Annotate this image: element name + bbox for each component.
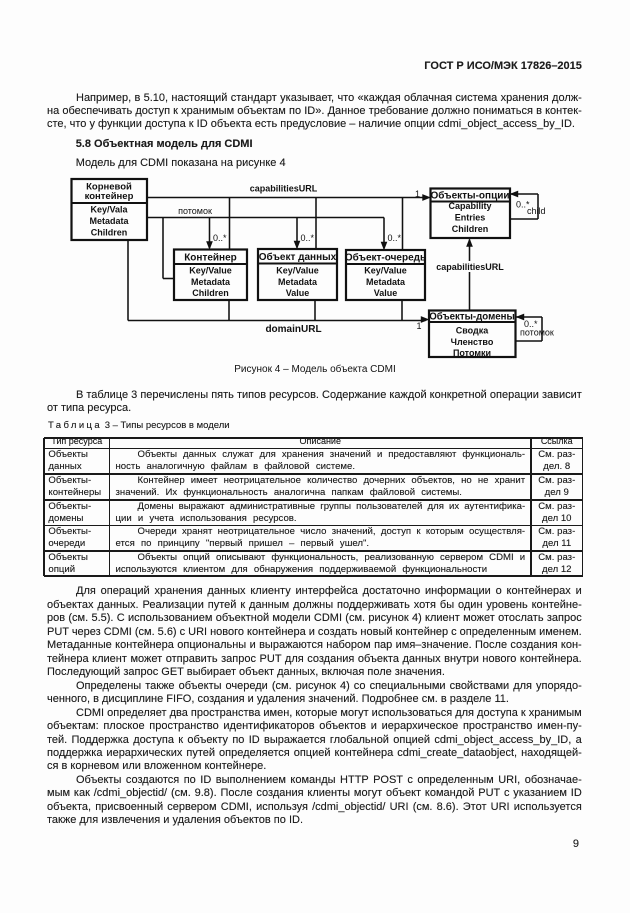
- svg-text:потомок: потомок: [520, 328, 554, 338]
- svg-text:Key/Vala: Key/Vala: [90, 205, 128, 215]
- svg-text:Metadata: Metadata: [191, 277, 231, 287]
- svg-text:Value: Value: [286, 288, 310, 298]
- svg-text:1: 1: [415, 189, 420, 199]
- svg-text:потомок: потомок: [178, 206, 212, 216]
- svg-text:контейнер: контейнер: [85, 191, 134, 202]
- svg-text:Key/Value: Key/Value: [189, 266, 232, 276]
- svg-text:Key/Value: Key/Value: [364, 266, 407, 276]
- svg-text:Capability: Capability: [448, 201, 491, 211]
- svg-text:Рисунок 4 – Модель объекта CDM: Рисунок 4 – Модель объекта CDMI: [234, 363, 395, 375]
- svg-text:0..*: 0..*: [213, 233, 227, 243]
- svg-text:child: child: [527, 206, 546, 216]
- svg-text:Объекты-домены: Объекты-домены: [429, 312, 515, 323]
- svg-text:Членство: Членство: [451, 337, 494, 347]
- svg-text:capabilitiesURL: capabilitiesURL: [436, 262, 504, 272]
- svg-text:Объект данных: Объект данных: [259, 251, 337, 263]
- svg-text:capabilitiesURL: capabilitiesURL: [250, 184, 318, 194]
- svg-text:Children: Children: [91, 228, 128, 238]
- svg-text:Metadata: Metadata: [278, 277, 318, 287]
- svg-text:Metadata: Metadata: [366, 277, 406, 287]
- svg-text:1: 1: [416, 321, 421, 331]
- svg-text:Сводка: Сводка: [456, 326, 490, 336]
- svg-text:Объект-очередь: Объект-очередь: [345, 252, 426, 264]
- svg-text:Children: Children: [452, 224, 489, 234]
- svg-text:Потомки: Потомки: [453, 348, 491, 358]
- svg-text:Value: Value: [374, 288, 398, 298]
- svg-text:Key/Value: Key/Value: [276, 266, 319, 276]
- svg-text:0..*: 0..*: [516, 200, 530, 210]
- svg-text:0..*: 0..*: [301, 233, 315, 243]
- svg-text:Children: Children: [192, 288, 229, 298]
- svg-text:0..*: 0..*: [524, 319, 538, 329]
- svg-text:0..*: 0..*: [388, 233, 402, 243]
- svg-text:domainURL: domainURL: [265, 324, 321, 335]
- svg-text:Контейнер: Контейнер: [184, 253, 237, 264]
- svg-text:Объекты-опции: Объекты-опции: [430, 190, 509, 202]
- svg-text:Корневой: Корневой: [86, 182, 132, 193]
- svg-text:Entries: Entries: [455, 213, 486, 223]
- svg-text:Metadata: Metadata: [89, 216, 129, 226]
